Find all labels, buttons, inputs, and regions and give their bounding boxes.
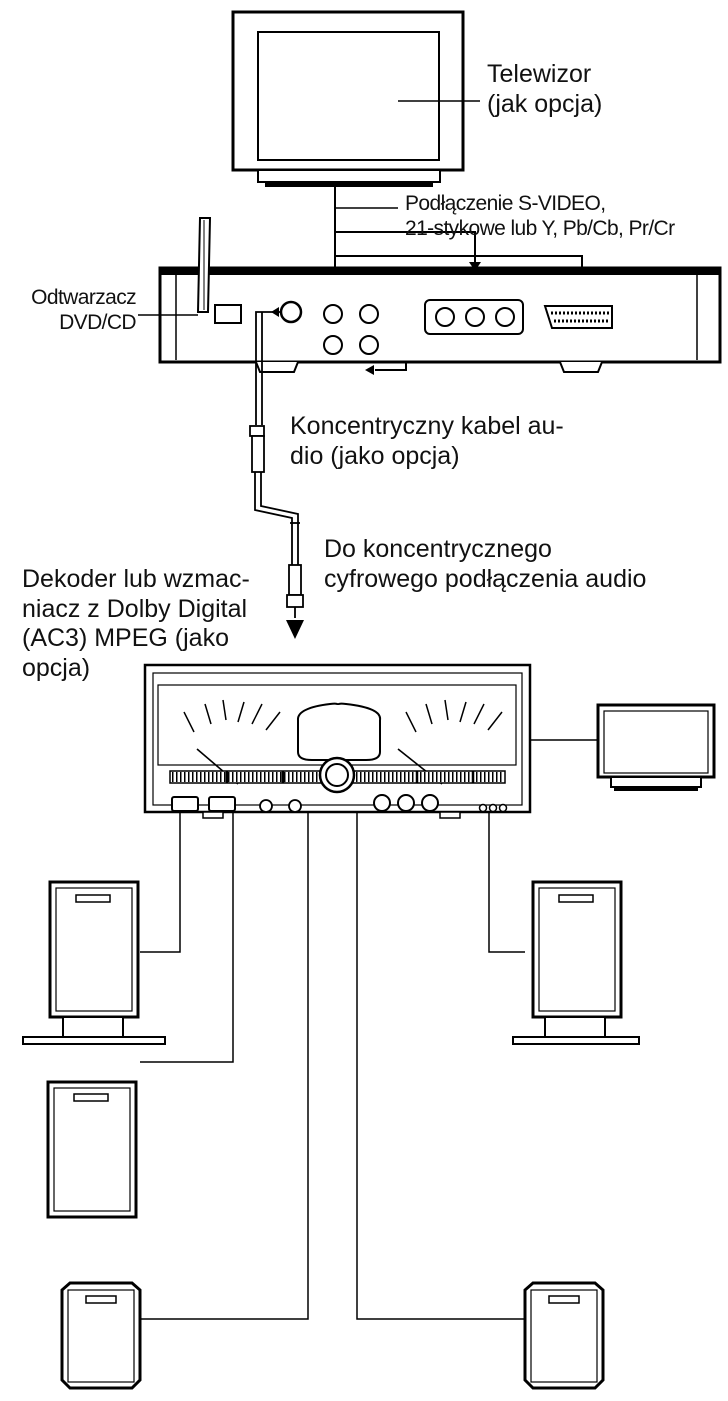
video-connection-line-2: 21-stykowe lub Y, Pb/Cb, Pr/Cr (405, 216, 675, 240)
player-label-line-1: Odtwarzacz (31, 286, 136, 309)
decoder-label-line-3: (AC3) MPEG (jako (22, 624, 229, 652)
dvd-player-icon (158, 266, 722, 373)
coax-cable-label: Koncentryczny kabel au- dio (jako opcja) (290, 412, 564, 471)
decoder-label-line-2: niacz z Dolby Digital (22, 594, 248, 623)
video-connection-line-1: Podłączenie S-VIDEO, (405, 192, 606, 215)
video-connection-label: Podłączenie S-VIDEO, 21-stykowe lub Y, P… (405, 192, 675, 242)
subwoofer-right-icon (523, 1281, 605, 1390)
decoder-receiver-icon (143, 663, 532, 819)
speaker-wires (140, 812, 525, 1320)
coax-cable-line-1: Koncentryczny kabel au- (290, 412, 564, 440)
player-label-line-2: DVD/CD (59, 310, 137, 334)
arrow-head-player-coax (271, 307, 279, 317)
tv-label-line-1: Telewizor (487, 60, 592, 88)
arrow-head-coax (286, 620, 304, 639)
coax-input-label: Do koncentrycznego cyfrowego podłączenia… (324, 535, 646, 594)
coax-cable-line-2: dio (jako opcja) (290, 441, 460, 470)
decoder-label-line-1: Dekoder lub wzmac- (22, 565, 250, 593)
coax-input-line-2: cyfrowego podłączenia audio (324, 564, 647, 593)
decoder-label: Dekoder lub wzmac- niacz z Dolby Digital… (22, 565, 250, 683)
antenna-icon (196, 217, 212, 313)
coax-input-line-1: Do koncentrycznego (324, 535, 552, 563)
subwoofer-left-icon (60, 1281, 142, 1390)
small-monitor-icon (596, 703, 716, 791)
speaker-center-icon (46, 1080, 138, 1219)
tv-icon (231, 10, 465, 187)
decoder-label-line-4: opcja) (22, 653, 91, 682)
tv-label-line-2: (jak opcja) (487, 89, 603, 118)
arrow-head-svideo (365, 365, 374, 375)
tv-label: Telewizor (jak opcja) (487, 60, 602, 119)
speaker-front-left-icon (22, 880, 166, 1045)
speaker-front-right-icon (512, 880, 640, 1045)
player-label: Odtwarzacz DVD/CD (4, 286, 136, 336)
